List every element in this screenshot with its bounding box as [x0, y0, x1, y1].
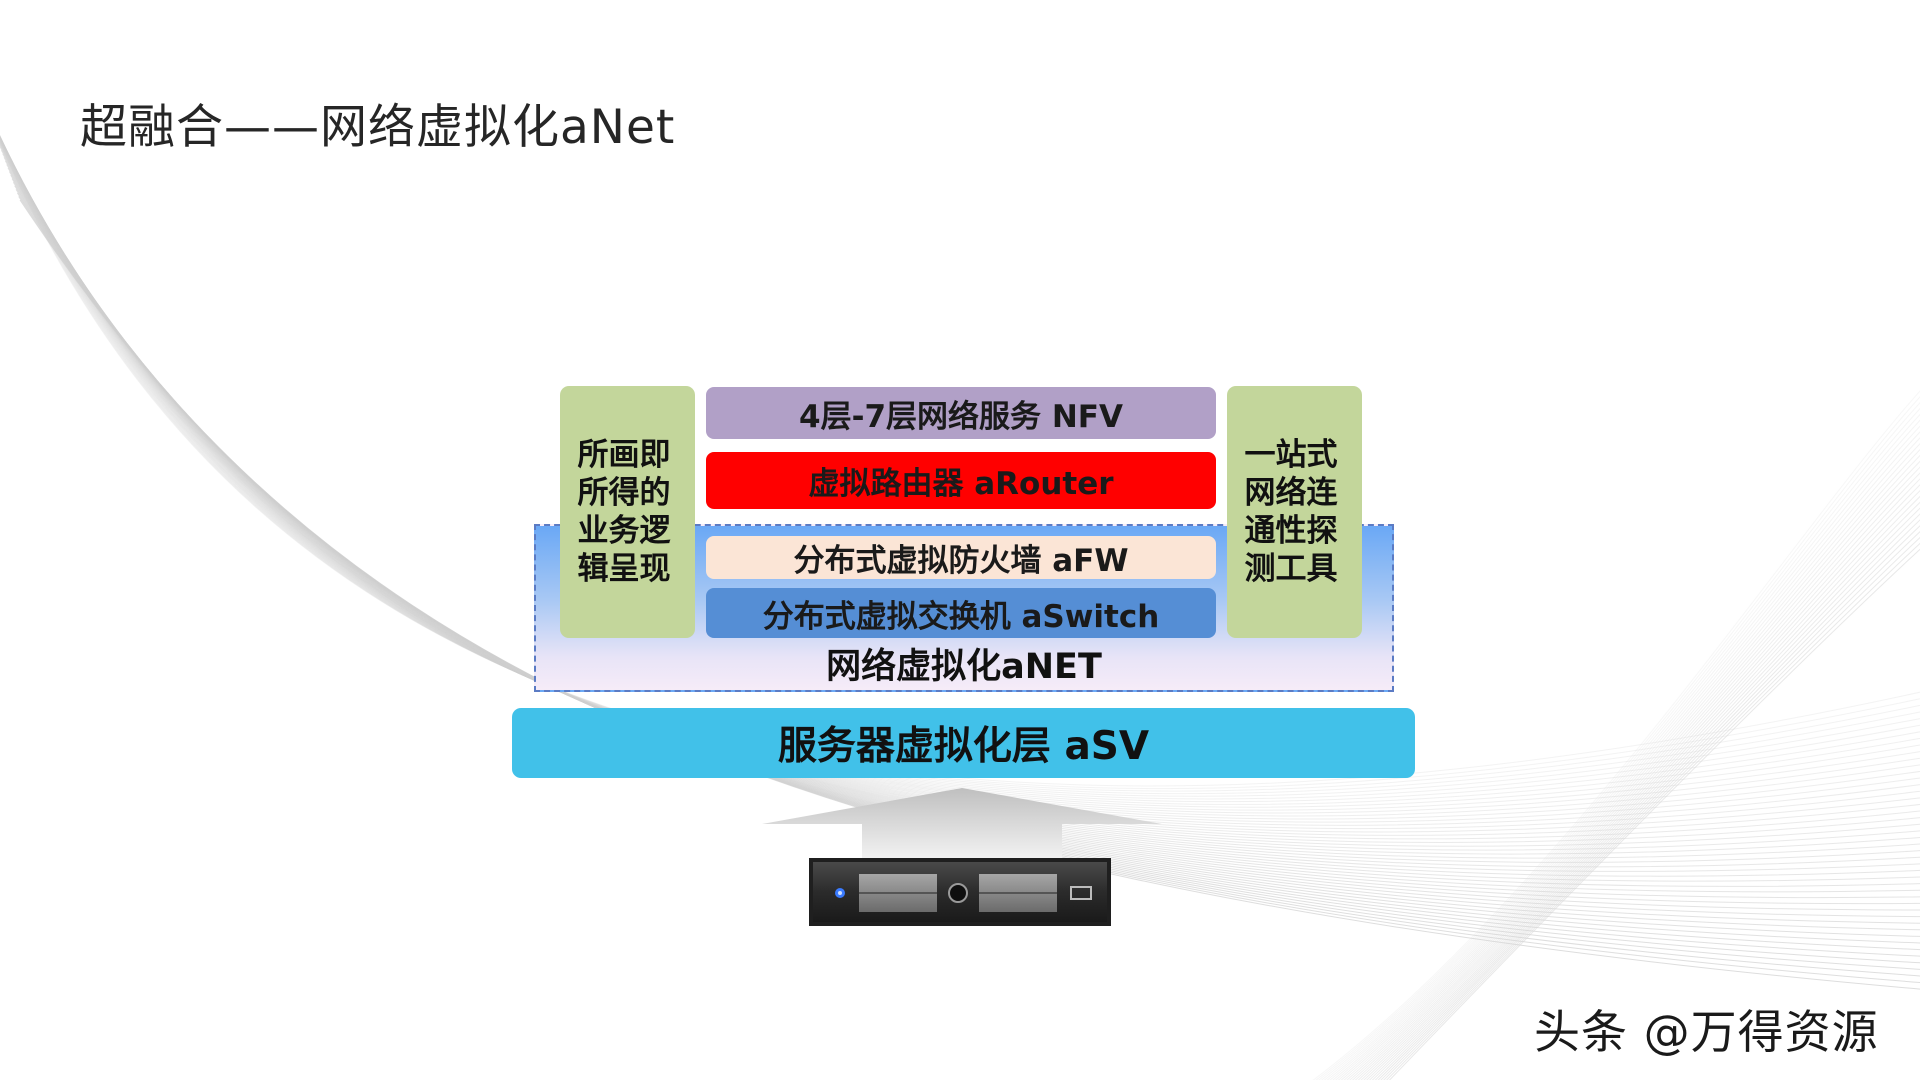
background-wave-line	[0, 137, 1920, 800]
background-wave-line	[1312, 390, 1920, 1080]
background-wave-line	[1366, 501, 1920, 1080]
asv-layer-bar: 服务器虚拟化层 aSV	[512, 708, 1415, 778]
background-wave-line	[0, 141, 1920, 787]
background-wave-line	[0, 135, 1920, 817]
layer-afw: 分布式虚拟防火墙 aFW	[706, 536, 1216, 579]
left-panel-label: 所画即所得的业务逻辑呈现	[577, 437, 671, 587]
background-wave-line	[0, 138, 1920, 797]
background-wave-line	[1343, 454, 1920, 1080]
background-wave-line	[0, 140, 1920, 790]
rack-server-icon	[809, 858, 1111, 926]
background-wave-line	[1388, 548, 1920, 1080]
background-wave-line	[1346, 460, 1920, 1080]
background-wave-line	[1329, 425, 1920, 1080]
background-wave-line	[1351, 472, 1920, 1080]
background-wave-line	[1380, 531, 1920, 1080]
background-wave-line	[1377, 525, 1920, 1080]
background-wave-line	[1357, 484, 1920, 1080]
background-wave-line	[1360, 489, 1920, 1080]
background-wave-line	[1323, 413, 1920, 1080]
background-wave-line	[1354, 478, 1920, 1080]
background-wave-line	[1332, 431, 1920, 1080]
background-wave-line	[1383, 536, 1920, 1080]
watermark: 头条 @万得资源	[1534, 1005, 1879, 1059]
background-wave-line	[1363, 495, 1920, 1080]
background-wave-line	[1326, 419, 1920, 1080]
background-wave-line	[1315, 396, 1920, 1080]
layer-aswitch: 分布式虚拟交换机 aSwitch	[706, 588, 1216, 638]
background-wave-line	[1368, 507, 1920, 1080]
background-wave-line	[0, 135, 1920, 814]
background-wave-line	[1374, 519, 1920, 1080]
layer-arouter: 虚拟路由器 aRouter	[706, 452, 1216, 509]
background-wave-line	[0, 139, 1920, 792]
up-arrow-icon	[762, 788, 1162, 858]
background-wave-line	[1340, 448, 1920, 1080]
right-panel-label: 一站式网络连通性探测工具	[1244, 437, 1338, 587]
background-wave-line	[1334, 437, 1920, 1080]
left-panel-visual-logic: 所画即所得的业务逻辑呈现	[560, 386, 695, 638]
slide-title: 超融合——网络虚拟化aNet	[80, 100, 676, 155]
background-wave-line	[1371, 513, 1920, 1080]
background-wave-line	[1349, 466, 1920, 1080]
right-panel-probe-tool: 一站式网络连通性探测工具	[1227, 386, 1362, 638]
layer-nfv: 4层-7层网络服务 NFV	[706, 387, 1216, 439]
background-wave-line	[0, 138, 1920, 795]
background-wave-line	[1320, 407, 1920, 1080]
background-wave-line	[1337, 443, 1920, 1080]
background-wave-line	[1318, 402, 1920, 1080]
background-wave-line	[0, 135, 1920, 811]
background-wave-line	[1386, 542, 1920, 1080]
anet-label: 网络虚拟化aNET	[826, 647, 1102, 687]
